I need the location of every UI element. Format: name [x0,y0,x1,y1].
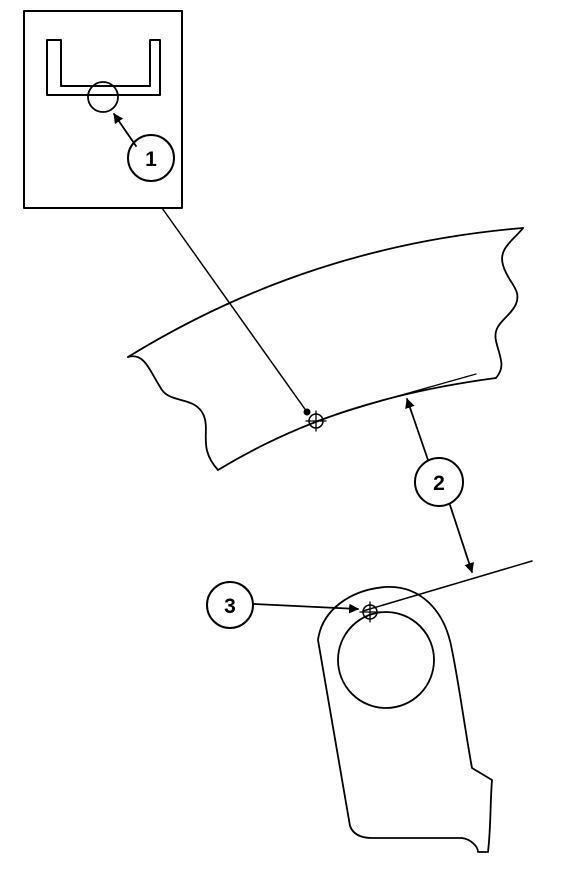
callout-1: 1 [113,113,175,182]
lower-arm [317,586,493,853]
callout-3-label: 3 [224,595,236,618]
upper-part-top-edge [127,227,524,358]
callout-3-arrow [253,603,359,614]
callout-2-circle [414,457,464,507]
upper-crosshair-icon [305,410,327,432]
lower-reference-line [362,560,533,612]
u-bracket-detail [46,39,161,96]
detail-inset [23,10,183,209]
lower-arm-bore [337,611,435,709]
upper-part-inner-edge [313,373,477,423]
inset-leader-line [161,207,308,413]
callout-1-arrow [113,113,137,147]
callout-1-circle [127,134,175,182]
leader-dot [303,408,311,416]
upper-part-right-break [494,227,524,379]
callout-3-circle [206,581,254,629]
callout-1-label: 1 [145,148,157,171]
upper-part-left-break [127,355,219,471]
inset-frame [23,10,183,209]
upper-part-bottom-edge [217,377,497,471]
callout-2-upper-arrow [405,398,429,461]
callout-2-label: 2 [433,472,445,495]
callout-2: 2 [405,398,474,573]
detail-circle [87,81,119,113]
upper-curved-part [127,227,524,471]
callout-3: 3 [206,581,359,629]
lower-arm-outline [317,586,493,853]
lower-crosshair-icon [359,601,381,623]
callout-2-lower-arrow [449,504,474,573]
